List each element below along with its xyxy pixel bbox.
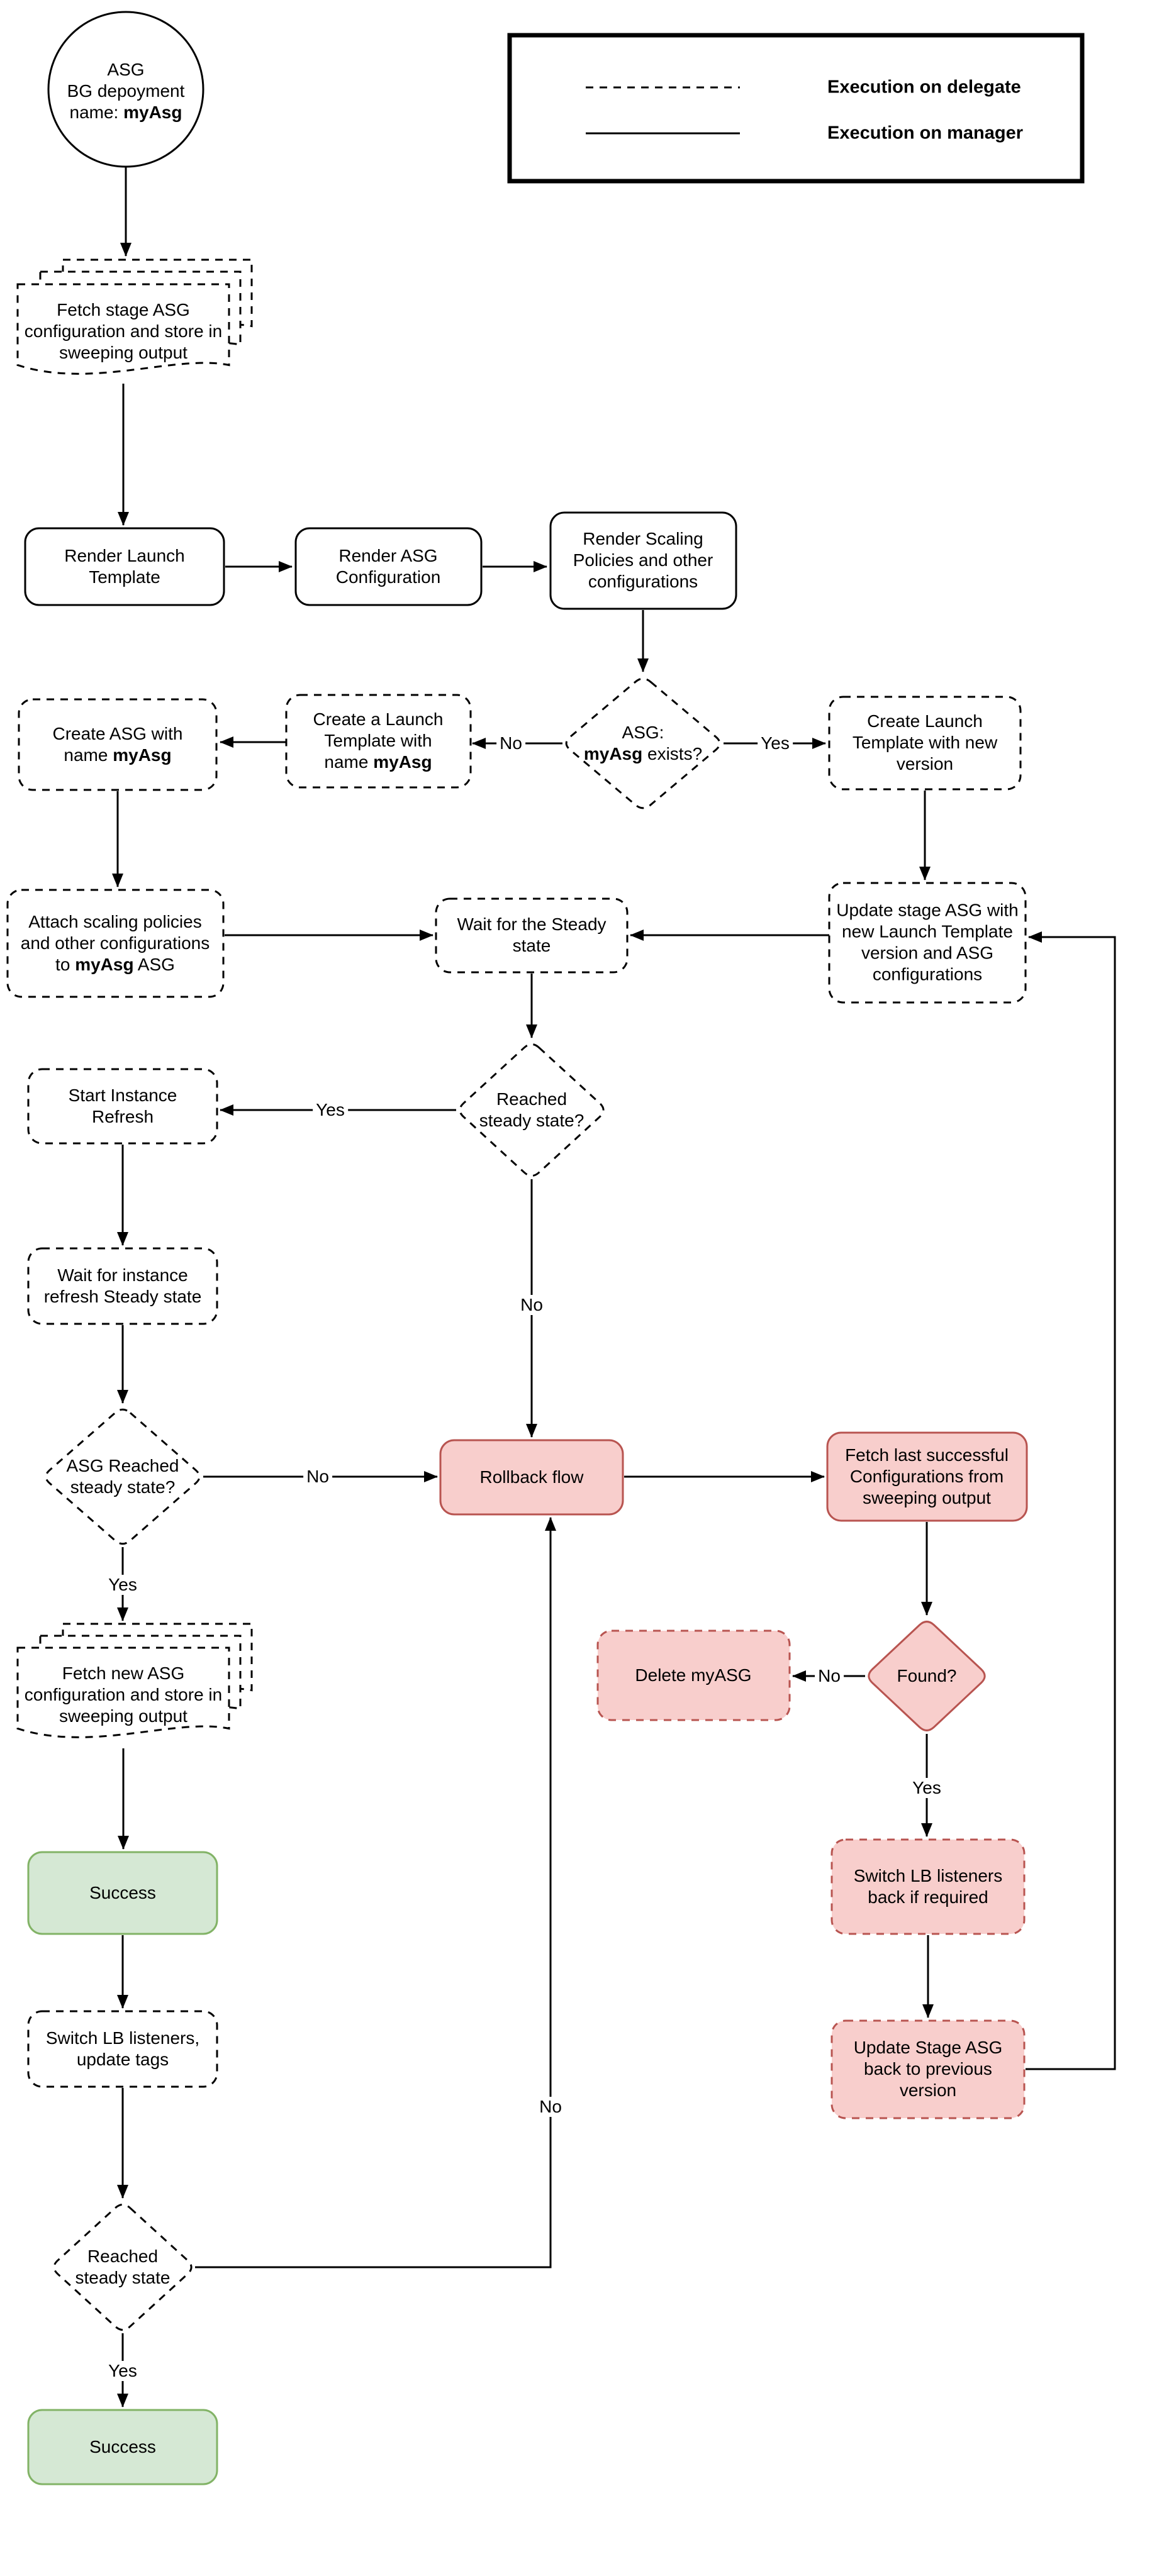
success-mid-box — [27, 1851, 218, 1935]
switch-lb-back-label: Switch LB listeners back if required — [853, 1865, 1003, 1907]
start-instance-refresh-label: Start Instance Refresh — [68, 1085, 177, 1126]
asg-reached-steady-question-label: ASG Reached steady state? — [66, 1455, 179, 1497]
switch-lb-listeners-label: Switch LB listeners, update tags — [45, 2028, 200, 2069]
delete-myasg-label: Delete myASG — [635, 1665, 752, 1685]
asg-exists-diamond — [565, 677, 721, 809]
found-diamond — [868, 1621, 986, 1731]
success-final-box — [27, 2409, 218, 2485]
update-stage-back-label: Update Stage ASG back to previous versio… — [853, 2037, 1003, 2101]
create-launch-template-myasg-label: Create a Launch Template with name myAsg — [313, 709, 444, 772]
start-circle-label: ASG BG depoyment name: myAsg — [67, 59, 185, 123]
legend-delegate-label: Execution on delegate — [827, 77, 1021, 97]
success-mid-label: Success — [89, 1882, 156, 1902]
rollback-flow-label: Rollback flow — [479, 1467, 584, 1487]
edge-reached-final-no — [195, 1517, 556, 2268]
wait-instance-refresh-label: Wait for instance refresh Steady state — [43, 1265, 202, 1306]
legend-manager-label: Execution on manager — [827, 123, 1024, 143]
found-question-label: Found? — [897, 1665, 957, 1685]
create-asg-myasg-box — [18, 698, 218, 791]
wait-steady-state-label: Wait for the Steady state — [457, 914, 607, 955]
edge-label-found-yes: Yes — [909, 1778, 944, 1798]
update-stage-back-box — [830, 2019, 1026, 2119]
success-final-label: Success — [89, 2436, 156, 2457]
edge-label-steady-yes: Yes — [313, 1100, 348, 1120]
start-instance-refresh-box — [27, 1068, 218, 1145]
render-asg-configuration-label: Render ASG Configuration — [335, 545, 441, 587]
create-asg-myasg-label: Create ASG with name myAsg — [52, 723, 183, 765]
attach-scaling-label: Attach scaling policies and other config… — [20, 911, 210, 975]
edge-label-final-yes: Yes — [105, 2361, 140, 2381]
delete-myasg-box — [596, 1629, 791, 1721]
fetch-new-asg-label: Fetch new ASG configuration and store in… — [24, 1663, 223, 1726]
switch-lb-back-box — [830, 1838, 1026, 1935]
asg-exists-label: ASG: myAsg exists? — [583, 722, 703, 763]
reached-steady-diamond — [459, 1043, 605, 1177]
legend-box — [507, 33, 1085, 184]
asg-reached-steady-diamond — [45, 1408, 201, 1545]
fetch-new-doc-front — [16, 1646, 230, 1738]
wait-steady-state-box — [435, 897, 629, 974]
fetch-last-successful-label: Fetch last successful Configurations fro… — [845, 1445, 1009, 1508]
edge-label-exists-no: No — [496, 733, 525, 753]
edge-label-steady-no: No — [517, 1295, 546, 1315]
edge-label-found-no: No — [815, 1666, 844, 1686]
render-scaling-policies-label: Render Scaling Policies and other config… — [573, 528, 713, 592]
edge-label-asg-reached-yes: Yes — [105, 1575, 140, 1595]
create-launch-template-new-version-box — [828, 696, 1022, 791]
edge-label-asg-reached-no: No — [303, 1467, 332, 1487]
render-scaling-policies-box — [549, 511, 737, 610]
edge-label-final-no: No — [536, 2097, 565, 2117]
reached-steady-final-diamond — [53, 2203, 193, 2331]
render-asg-configuration-box — [294, 527, 483, 606]
create-launch-template-new-version-label: Create Launch Template with new version — [852, 711, 998, 774]
fetch-last-successful-box — [826, 1431, 1028, 1522]
attach-scaling-box — [6, 889, 225, 998]
switch-lb-listeners-box — [27, 2010, 218, 2088]
fetch-stage-label: Fetch stage ASG configuration and store … — [24, 299, 223, 363]
update-stage-asg-label: Update stage ASG with new Launch Templat… — [836, 900, 1019, 985]
rollback-flow-box — [439, 1439, 624, 1516]
render-launch-template-label: Render Launch Template — [64, 545, 185, 587]
fetch-stage-doc-front — [16, 283, 230, 375]
render-launch-template-box — [24, 527, 225, 606]
edge-update-back-to-update-stage — [1026, 931, 1116, 2070]
update-stage-asg-box — [828, 882, 1027, 1004]
reached-steady-final-label: Reached steady state — [75, 2246, 171, 2287]
edge-label-exists-yes: Yes — [758, 733, 793, 753]
reached-steady-question-label: Reached steady state? — [479, 1089, 584, 1130]
wait-instance-refresh-box — [27, 1247, 218, 1325]
